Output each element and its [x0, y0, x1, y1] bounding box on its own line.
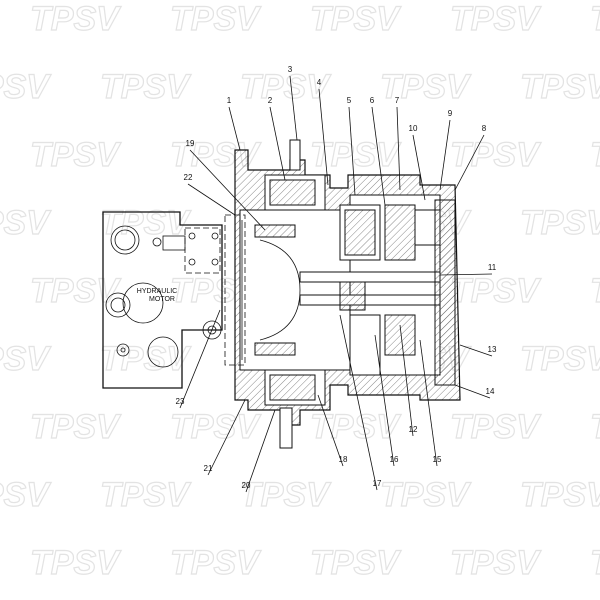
callout-label-8: 8 — [482, 124, 487, 133]
callout-leader-line — [439, 119, 451, 191]
callout-leader-line — [396, 106, 401, 191]
callout-leader-line — [189, 149, 266, 231]
callout-label-19: 19 — [186, 139, 195, 148]
watermark-text: TPSV — [590, 272, 600, 310]
callout-leader-line — [318, 88, 329, 186]
watermark-text: TPSV — [520, 340, 600, 378]
watermark-text: TPSV — [30, 0, 122, 38]
hydraulic-motor-label-line1: HYDRAULIC — [137, 288, 177, 295]
watermark-text: TPSV — [590, 408, 600, 446]
watermark-text: TPSV — [450, 272, 542, 310]
watermark-text: TPSV — [0, 204, 52, 242]
callout-leader-line — [348, 106, 356, 196]
callout-leader-line — [374, 334, 395, 467]
callout-label-23: 23 — [176, 397, 185, 406]
watermark-text: TPSV — [30, 408, 122, 446]
callout-leader-line — [289, 75, 298, 141]
watermark-text: TPSV — [30, 136, 122, 174]
callout-label-6: 6 — [370, 96, 375, 105]
watermark-text: TPSV — [240, 68, 332, 106]
watermark-text: TPSV — [30, 544, 122, 582]
watermark-text: TPSV — [0, 476, 52, 514]
callout-label-5: 5 — [347, 96, 352, 105]
hydraulic-motor-label-line2: MOTOR — [149, 296, 175, 303]
callout-leader-line — [179, 309, 221, 409]
callout-label-13: 13 — [488, 345, 497, 354]
callout-label-16: 16 — [390, 455, 399, 464]
callout-label-12: 12 — [409, 425, 418, 434]
watermark-text: TPSV — [170, 408, 262, 446]
watermark-text: TPSV — [380, 476, 472, 514]
watermark-text: TPSV — [100, 340, 192, 378]
watermark-text: TPSV — [240, 476, 332, 514]
watermark-text: TPSV — [170, 0, 262, 38]
callout-leader-line — [459, 344, 493, 357]
watermark-text: TPSV — [380, 68, 472, 106]
callout-leader-line — [454, 134, 485, 191]
callout-label-15: 15 — [433, 455, 442, 464]
watermark-text: TPSV — [520, 68, 600, 106]
watermark-text: TPSV — [520, 204, 600, 242]
callout-leader-line — [412, 134, 426, 201]
callout-label-4: 4 — [317, 78, 322, 87]
callout-label-9: 9 — [448, 109, 453, 118]
watermark-text: TPSV — [450, 408, 542, 446]
callout-label-14: 14 — [486, 387, 495, 396]
watermark-text: TPSV — [590, 136, 600, 174]
watermark-text: TPSV — [100, 68, 192, 106]
watermark-text: TPSV — [310, 0, 402, 38]
callout-leader-line — [419, 339, 438, 467]
callout-leader-line — [339, 314, 378, 491]
callout-label-21: 21 — [204, 464, 213, 473]
hydraulic-motor: HYDRAULIC MOTOR — [102, 211, 223, 389]
watermark-text: TPSV — [30, 272, 122, 310]
watermark-text: TPSV — [170, 544, 262, 582]
callout-leader-line — [228, 106, 241, 151]
watermark-text: TPSV — [520, 476, 600, 514]
final-drive-housing — [224, 139, 461, 449]
callout-label-3: 3 — [288, 65, 293, 74]
callout-label-22: 22 — [184, 173, 193, 182]
callout-leader-line — [317, 394, 344, 467]
callout-label-11: 11 — [488, 263, 497, 272]
watermark-text: TPSV — [450, 0, 542, 38]
watermark-text: TPSV — [310, 544, 402, 582]
callout-leader-line — [269, 106, 286, 181]
callout-leader-line — [245, 409, 276, 493]
callout-leader-line — [439, 273, 493, 276]
callout-leader-line — [187, 183, 236, 216]
watermark-text: TPSV — [590, 0, 600, 38]
callout-label-18: 18 — [339, 455, 348, 464]
callout-leader-line — [454, 384, 491, 399]
callout-leader-line — [207, 399, 246, 476]
callout-leader-line — [399, 324, 414, 437]
watermark-text: TPSV — [450, 544, 542, 582]
watermark-text: TPSV — [100, 476, 192, 514]
callout-label-2: 2 — [268, 96, 273, 105]
callout-label-20: 20 — [242, 481, 251, 490]
callout-label-17: 17 — [373, 479, 382, 488]
watermark-text: TPSV — [450, 136, 542, 174]
watermark-text: TPSV — [0, 340, 52, 378]
watermark-text: TPSV — [0, 68, 52, 106]
callout-label-1: 1 — [227, 96, 232, 105]
callout-label-10: 10 — [409, 124, 418, 133]
callout-label-7: 7 — [395, 96, 400, 105]
callout-leader-line — [371, 106, 386, 206]
watermark-text: TPSV — [590, 544, 600, 582]
